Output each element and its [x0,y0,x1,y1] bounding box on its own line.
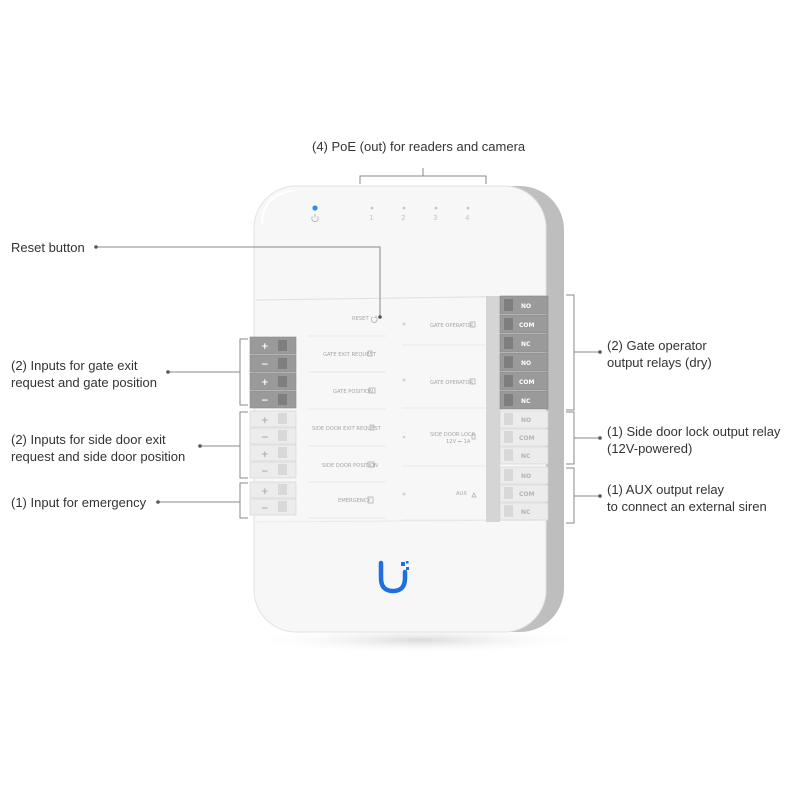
label-side-door-lock: SIDE DOOR LOCK [430,432,476,438]
svg-text:−: − [261,433,269,443]
label-gate-exit-request: GATE EXIT REQUEST [323,352,377,358]
svg-text:1: 1 [369,214,373,222]
svg-text:+: + [261,342,269,352]
status-led [312,205,318,211]
svg-text:COM: COM [519,322,535,329]
label-side-door-position: SIDE DOOR POSITION [322,463,378,469]
side-exit-request-icon [369,424,375,431]
leader-lines [96,168,600,524]
reset-icon [370,315,378,323]
svg-text:−: − [261,467,269,477]
poe-bracket [359,168,487,184]
label-gate-operator-2: GATE OPERATOR [430,380,474,386]
svg-text:NO: NO [521,360,531,367]
side-inputs-bracket [200,411,248,479]
svg-text:4: 4 [465,214,470,222]
side-position-icon [367,461,375,468]
exit-request-icon [367,350,373,357]
label-reset: RESET [352,316,369,322]
side-relay-bracket [566,411,600,465]
port-label-icons [367,315,477,504]
svg-text:+: + [261,487,269,497]
svg-text:+: + [261,450,269,460]
ui-logo [378,560,409,594]
svg-text:COM: COM [519,435,535,442]
terminal-screw [504,299,513,406]
svg-text:−: − [261,360,269,370]
svg-text:NO: NO [521,417,531,424]
svg-text:NO: NO [521,303,531,310]
power-icon [311,214,319,223]
svg-text:NC: NC [521,509,531,516]
terminal-screw [278,340,287,405]
input-terminal-block: + − + − + − + − + − [249,336,297,516]
callout-emergency-input: (1) Input for emergency [11,495,147,510]
input-terminal [249,410,297,516]
svg-text:−: − [261,396,269,406]
emergency-bracket [158,482,248,519]
poe-port-indicators [370,206,470,210]
svg-text:NC: NC [521,398,531,405]
gate-inputs-bracket [168,338,248,406]
lock-icon [471,433,476,440]
svg-text:+: + [261,378,269,388]
aux-relay-bracket [566,467,600,524]
svg-text:+: + [261,416,269,426]
gate-operator-icon-1 [469,321,476,328]
relay-terminal-block: NO COM NC NO COM NC NO COM NC NO COM NC [486,295,549,522]
svg-text:COM: COM [519,491,535,498]
reset-leader [96,246,381,317]
leader-dots [94,245,602,504]
label-gate-operator-1: GATE OPERATOR [430,323,474,329]
position-icon [368,387,376,394]
label-dividers [308,335,496,521]
gate-operator-icon-2 [469,378,476,385]
label-lock-voltage: 12V ⎓ 1A [446,439,471,445]
poe-port-numbers: 1 2 3 4 [369,214,470,222]
label-aux: AUX [456,491,467,497]
callout-side-door-relay: (1) Side door lock output relay(12V-powe… [607,424,781,456]
svg-text:NC: NC [521,453,531,460]
terminal-screw [504,413,513,517]
gate-relays-bracket [566,294,600,411]
siren-icon [471,492,477,498]
relay-terminal-labels: NO COM NC NO COM NC NO COM NC NO COM NC [519,303,535,516]
emergency-icon [367,496,374,504]
svg-text:NC: NC [521,341,531,348]
terminal-screw [278,413,287,512]
port-labels: RESET GATE EXIT REQUEST GATE POSITION SI… [312,316,476,504]
label-emergency: EMERGENCY [338,498,371,504]
callout-poe-out: (4) PoE (out) for readers and camera [312,139,526,154]
svg-text:NO: NO [521,473,531,480]
indicator-dots [402,322,406,496]
svg-text:3: 3 [433,214,437,222]
svg-text:2: 2 [401,214,405,222]
label-gate-position: GATE POSITION [333,389,373,395]
callout-reset-button: Reset button [11,240,85,255]
device-shadow [250,626,590,654]
svg-text:COM: COM [519,379,535,386]
label-side-door-exit-request: SIDE DOOR EXIT REQUEST [312,426,382,432]
svg-text:−: − [261,504,269,514]
input-terminal-signs: + − + − + − + − + − [261,342,269,514]
